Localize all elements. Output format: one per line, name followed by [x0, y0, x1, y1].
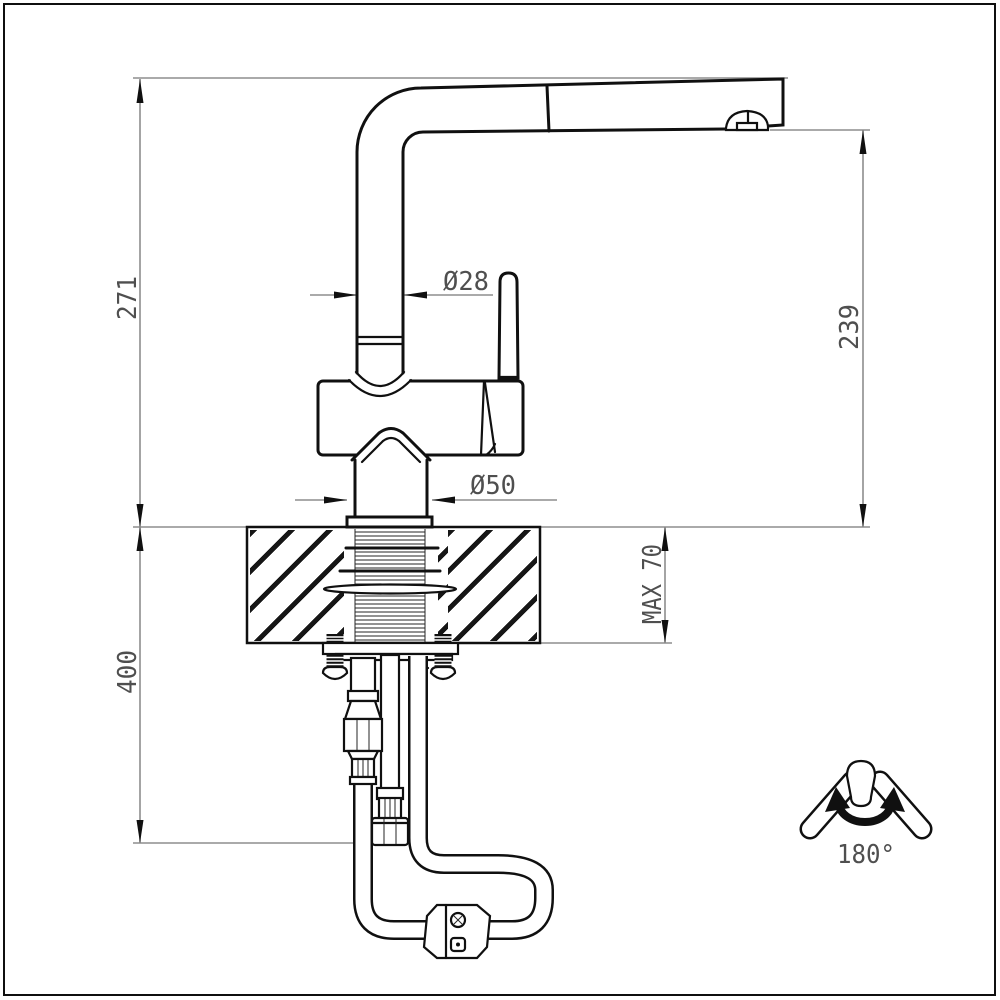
hoses	[342, 653, 554, 960]
swivel-icon	[799, 759, 933, 840]
dim-label-base-diameter: Ø50	[470, 471, 516, 501]
base-flange	[345, 515, 434, 529]
clamp-screw-right	[429, 634, 457, 681]
dimension-lines	[133, 77, 870, 844]
faucet-body	[316, 77, 785, 529]
hose-connector-fitting	[342, 656, 384, 786]
dim-label-hose-drop: 400	[113, 650, 143, 694]
dim-label-deck-max: MAX 70	[638, 544, 668, 624]
dim-label-spout-diameter: Ø28	[443, 267, 489, 297]
mounting-plate	[321, 641, 460, 656]
countertop-hatch-right	[438, 530, 537, 641]
connector-hex-nut	[342, 717, 384, 753]
dim-label-outlet-height: 239	[835, 304, 865, 350]
clamp-screw-left	[321, 634, 349, 681]
handle-lever	[497, 271, 520, 380]
lever-hinge-line	[483, 381, 497, 454]
mixer-body	[316, 379, 525, 457]
dim-label-overall-height: 271	[113, 276, 143, 320]
dimension-arrows	[136, 79, 867, 843]
dimension-labels: 271 400 239 MAX 70 Ø28 Ø50 180°	[113, 267, 895, 870]
base-cone	[350, 427, 432, 462]
countertop-section	[245, 525, 542, 645]
supply-hose	[370, 653, 410, 847]
swivel-arrow	[835, 802, 895, 826]
dim-label-swivel-angle: 180°	[837, 840, 895, 870]
spray-head-joint	[545, 84, 551, 133]
drawing-border	[3, 3, 996, 996]
threaded-shank	[354, 529, 426, 643]
hose-counterweight	[422, 903, 492, 960]
spout-outer	[355, 77, 785, 375]
countertop-hatch-left	[250, 530, 344, 641]
spout-inner	[401, 127, 728, 375]
shank-washer	[322, 583, 458, 595]
spout-top-view	[845, 759, 877, 808]
